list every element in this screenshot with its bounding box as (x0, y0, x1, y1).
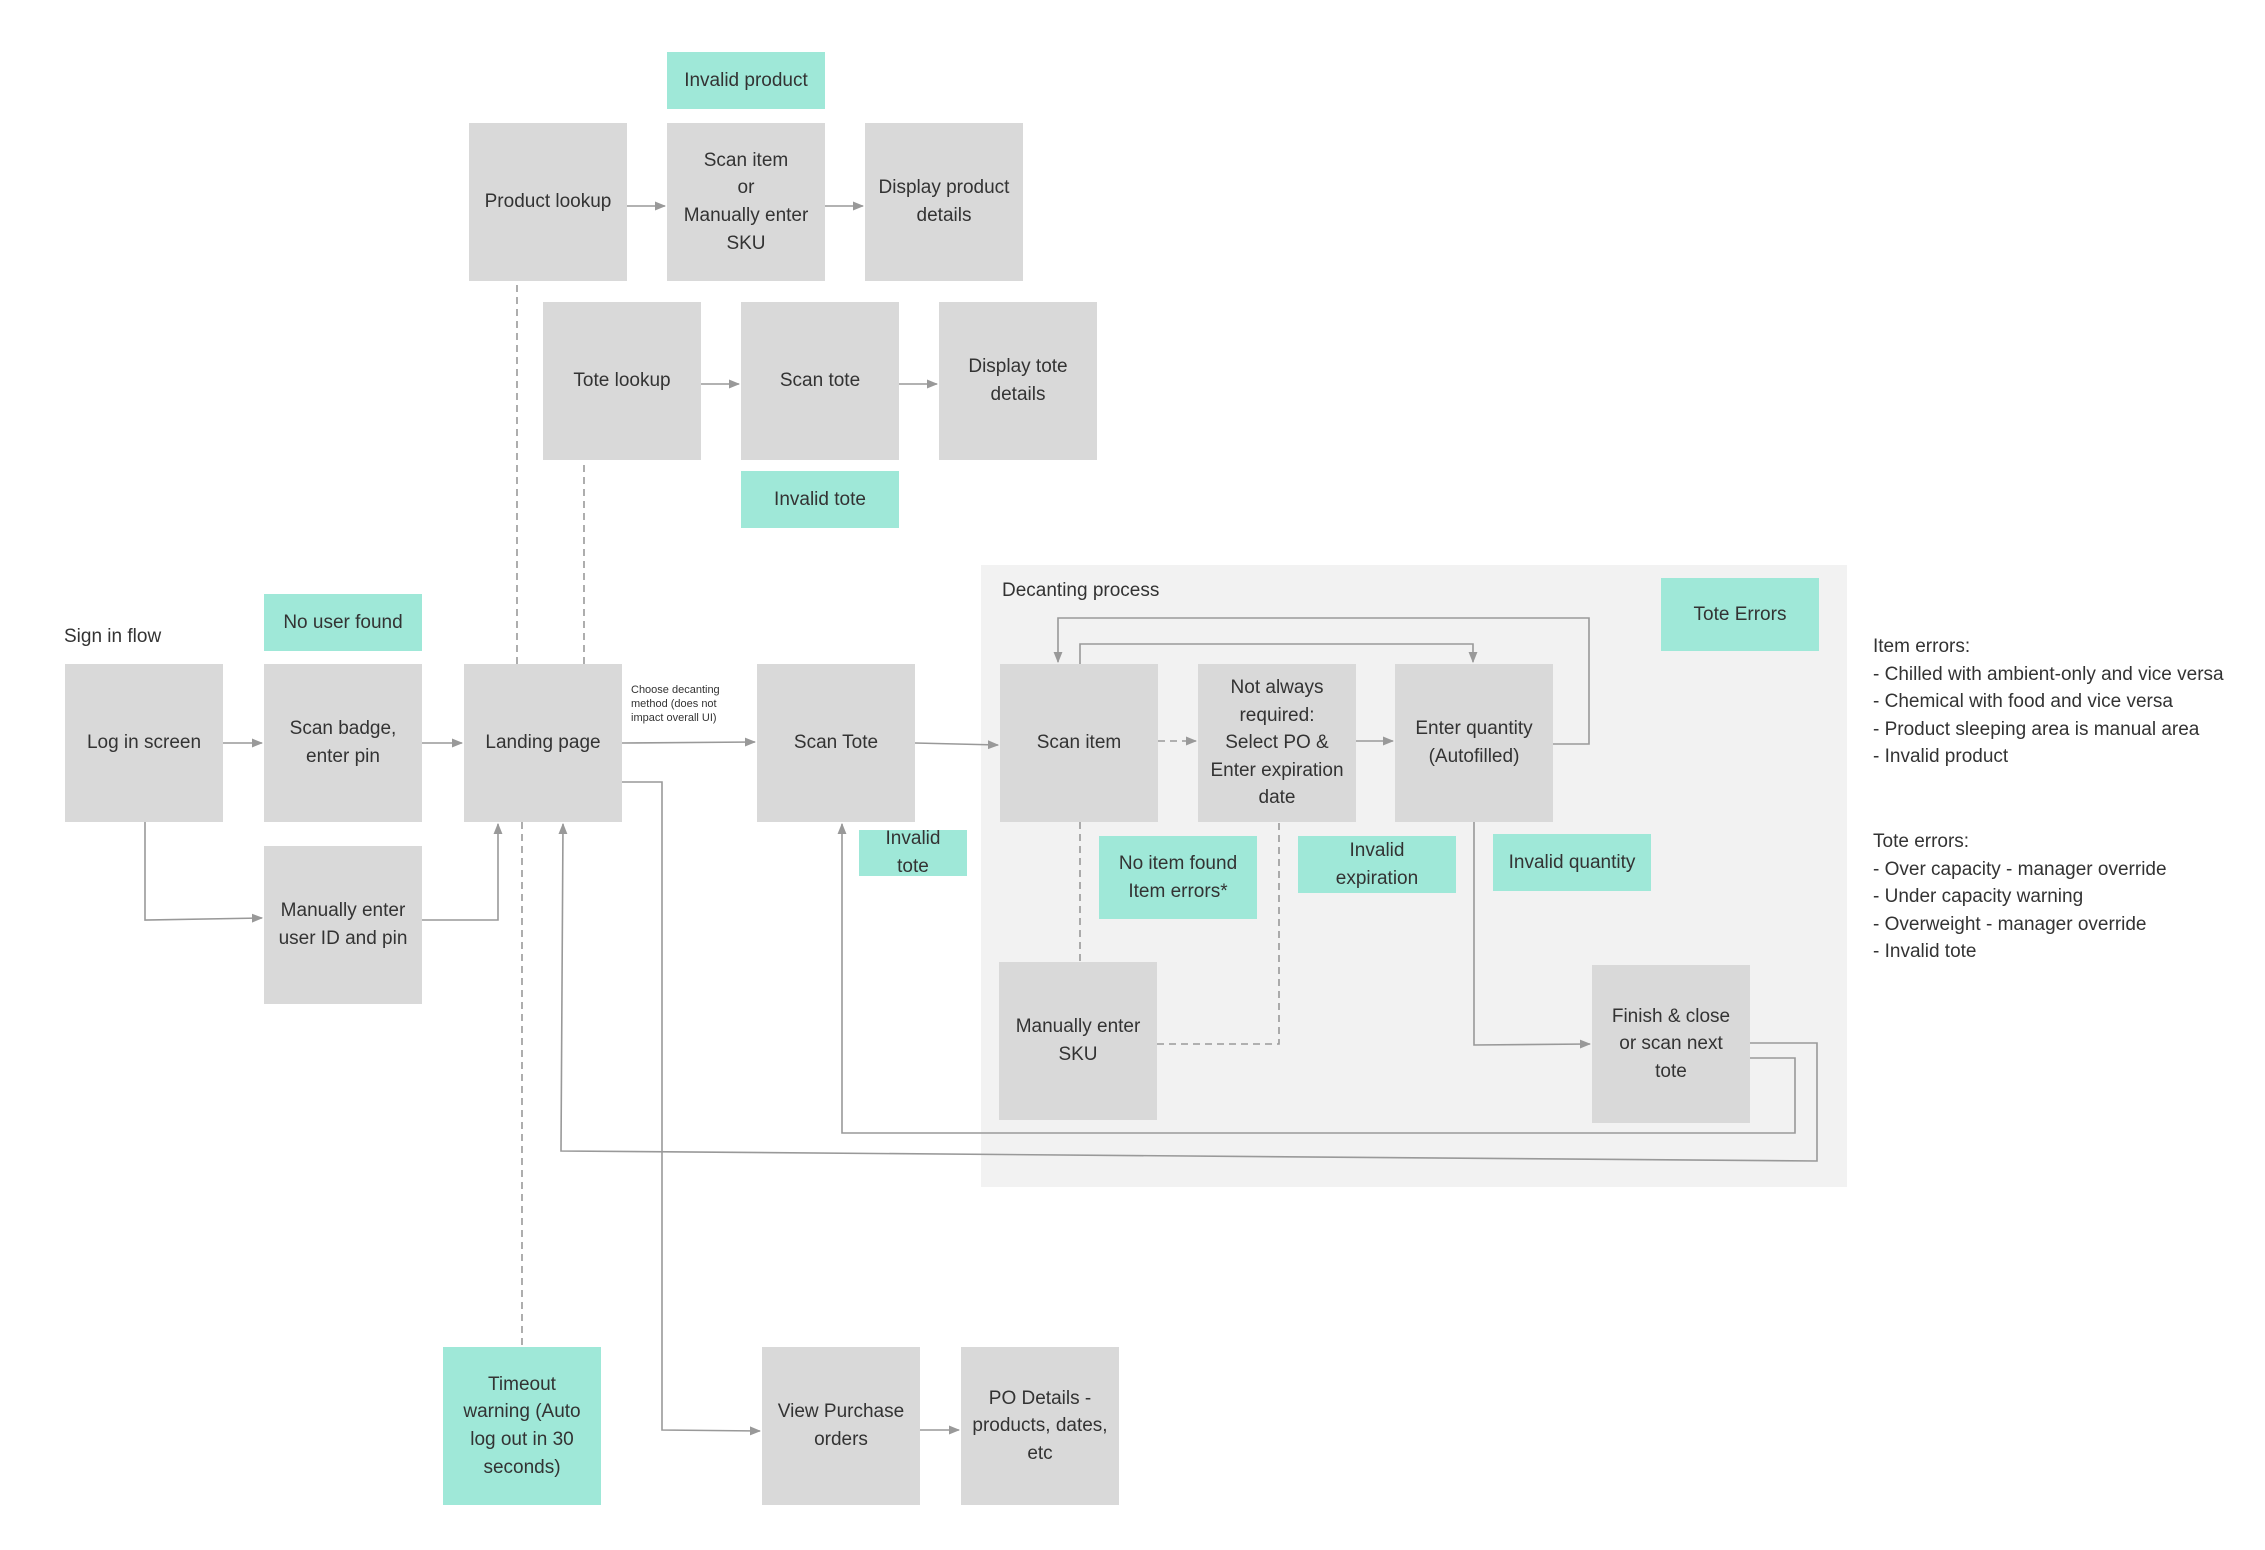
timeout-warning-error: Timeout warning (Auto log out in 30 seco… (443, 1347, 601, 1505)
invalid-quantity-error: Invalid quantity (1493, 834, 1651, 891)
invalid-tote-main-error: Invalid tote (859, 828, 967, 877)
invalid-tote-lookup-error: Invalid tote (741, 471, 899, 528)
tote-lookup-node: Tote lookup (543, 302, 701, 460)
tote-errors-error: Tote Errors (1661, 578, 1819, 651)
decanting-process-label: Decanting process (1002, 580, 1160, 601)
product-lookup-node: Product lookup (469, 123, 627, 281)
select-po-node: Not always required: Select PO & Enter e… (1198, 664, 1356, 822)
finish-close-node: Finish & close or scan next tote (1592, 965, 1750, 1123)
scan-tote-main-node: Scan Tote (757, 664, 915, 822)
display-tote-node: Display tote details (939, 302, 1097, 460)
choose-method-label: Choose decanting method (does not impact… (631, 684, 720, 724)
scan-tote-lookup-node: Scan tote (741, 302, 899, 460)
sign-in-flow-label: Sign in flow (64, 626, 162, 647)
log-in-screen-node: Log in screen (65, 664, 223, 822)
enter-quantity-node: Enter quantity (Autofilled) (1395, 664, 1553, 822)
no-user-found-error: No user found (264, 594, 422, 651)
display-product-node: Display product details (865, 123, 1023, 281)
no-item-found-error: No item found Item errors* (1099, 836, 1257, 919)
po-details-node: PO Details - products, dates, etc (961, 1347, 1119, 1505)
invalid-expiration-error: Invalid expiration (1298, 836, 1456, 893)
view-po-node: View Purchase orders (762, 1347, 920, 1505)
tote-errors-notes: Tote errors: - Over capacity - manager o… (1873, 831, 2167, 963)
scan-item-sku-node: Scan item or Manually enter SKU (667, 123, 825, 281)
manual-sku-node: Manually enter SKU (999, 962, 1157, 1120)
scan-badge-node: Scan badge, enter pin (264, 664, 422, 822)
item-errors-notes: Item errors: - Chilled with ambient-only… (1873, 636, 2224, 768)
manual-user-node: Manually enter user ID and pin (264, 846, 422, 1004)
landing-page-node: Landing page (464, 664, 622, 822)
invalid-product-error: Invalid product (667, 52, 825, 109)
scan-item-node: Scan item (1000, 664, 1158, 822)
